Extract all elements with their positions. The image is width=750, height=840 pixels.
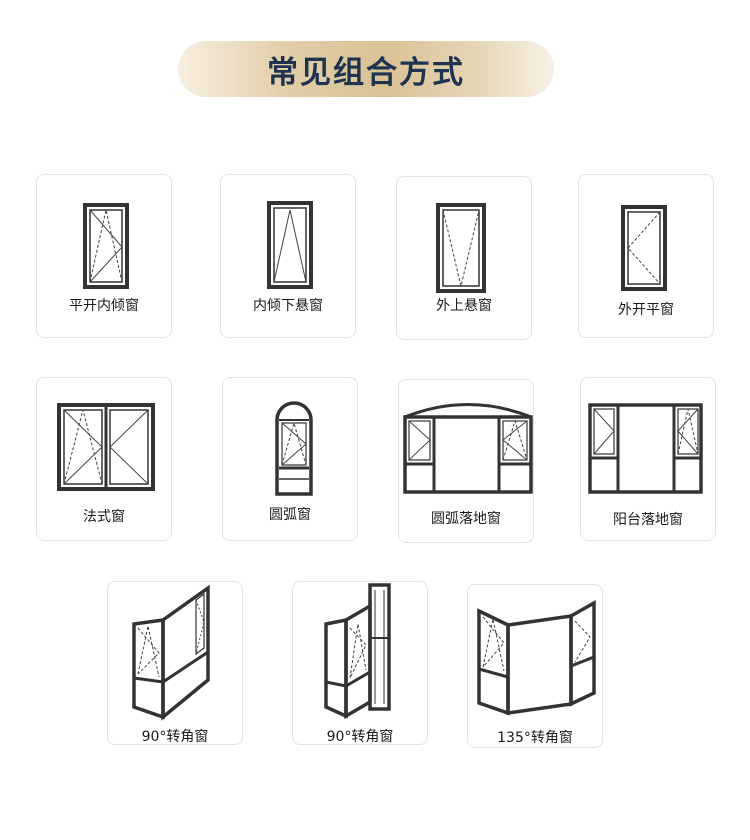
corner-window-135-icon xyxy=(477,600,596,716)
arched-floor-window-icon xyxy=(403,403,533,494)
window-type-card[interactable]: 内倾下悬窗 xyxy=(220,174,356,338)
window-type-label: 平开内倾窗 xyxy=(69,298,139,314)
page-title: 常见组合方式 xyxy=(267,54,465,91)
window-type-label: 外开平窗 xyxy=(618,302,674,318)
title-banner: 常见组合方式 xyxy=(178,41,554,97)
window-type-card[interactable]: 阳台落地窗 xyxy=(580,377,716,541)
window-type-label: 法式窗 xyxy=(83,509,125,525)
window-type-label: 90°转角窗 xyxy=(141,729,209,745)
window-type-card[interactable]: 法式窗 xyxy=(36,377,172,541)
window-type-card[interactable]: 外上悬窗 xyxy=(396,176,532,340)
window-type-card[interactable]: 圆弧落地窗 xyxy=(398,379,534,543)
window-type-label: 135°转角窗 xyxy=(497,730,573,746)
tilt-bottom-hung-window-icon xyxy=(267,201,313,289)
window-type-label: 外上悬窗 xyxy=(436,298,492,314)
top-hung-window-icon xyxy=(436,203,486,293)
window-type-label: 90°转角窗 xyxy=(326,729,394,745)
window-type-card[interactable]: 135°转角窗 xyxy=(467,584,603,748)
french-window-icon xyxy=(57,403,155,491)
window-type-card[interactable]: 外开平窗 xyxy=(578,174,714,338)
window-type-card[interactable]: 圆弧窗 xyxy=(222,377,358,541)
window-type-card[interactable]: 平开内倾窗 xyxy=(36,174,172,338)
outward-casement-window-icon xyxy=(621,205,667,291)
corner-window-90-icon xyxy=(132,584,210,721)
window-type-label: 内倾下悬窗 xyxy=(253,298,323,314)
window-type-label: 圆弧落地窗 xyxy=(431,511,501,527)
window-type-card[interactable]: 90°转角窗 xyxy=(107,581,243,745)
corner-window-90-icon xyxy=(324,583,391,720)
arched-window-icon xyxy=(275,401,313,496)
window-type-label: 阳台落地窗 xyxy=(613,512,683,528)
window-type-card[interactable]: 90°转角窗 xyxy=(292,581,428,745)
casement-tilt-window-icon xyxy=(83,203,129,289)
window-type-label: 圆弧窗 xyxy=(269,507,311,523)
balcony-floor-window-icon xyxy=(588,403,703,494)
